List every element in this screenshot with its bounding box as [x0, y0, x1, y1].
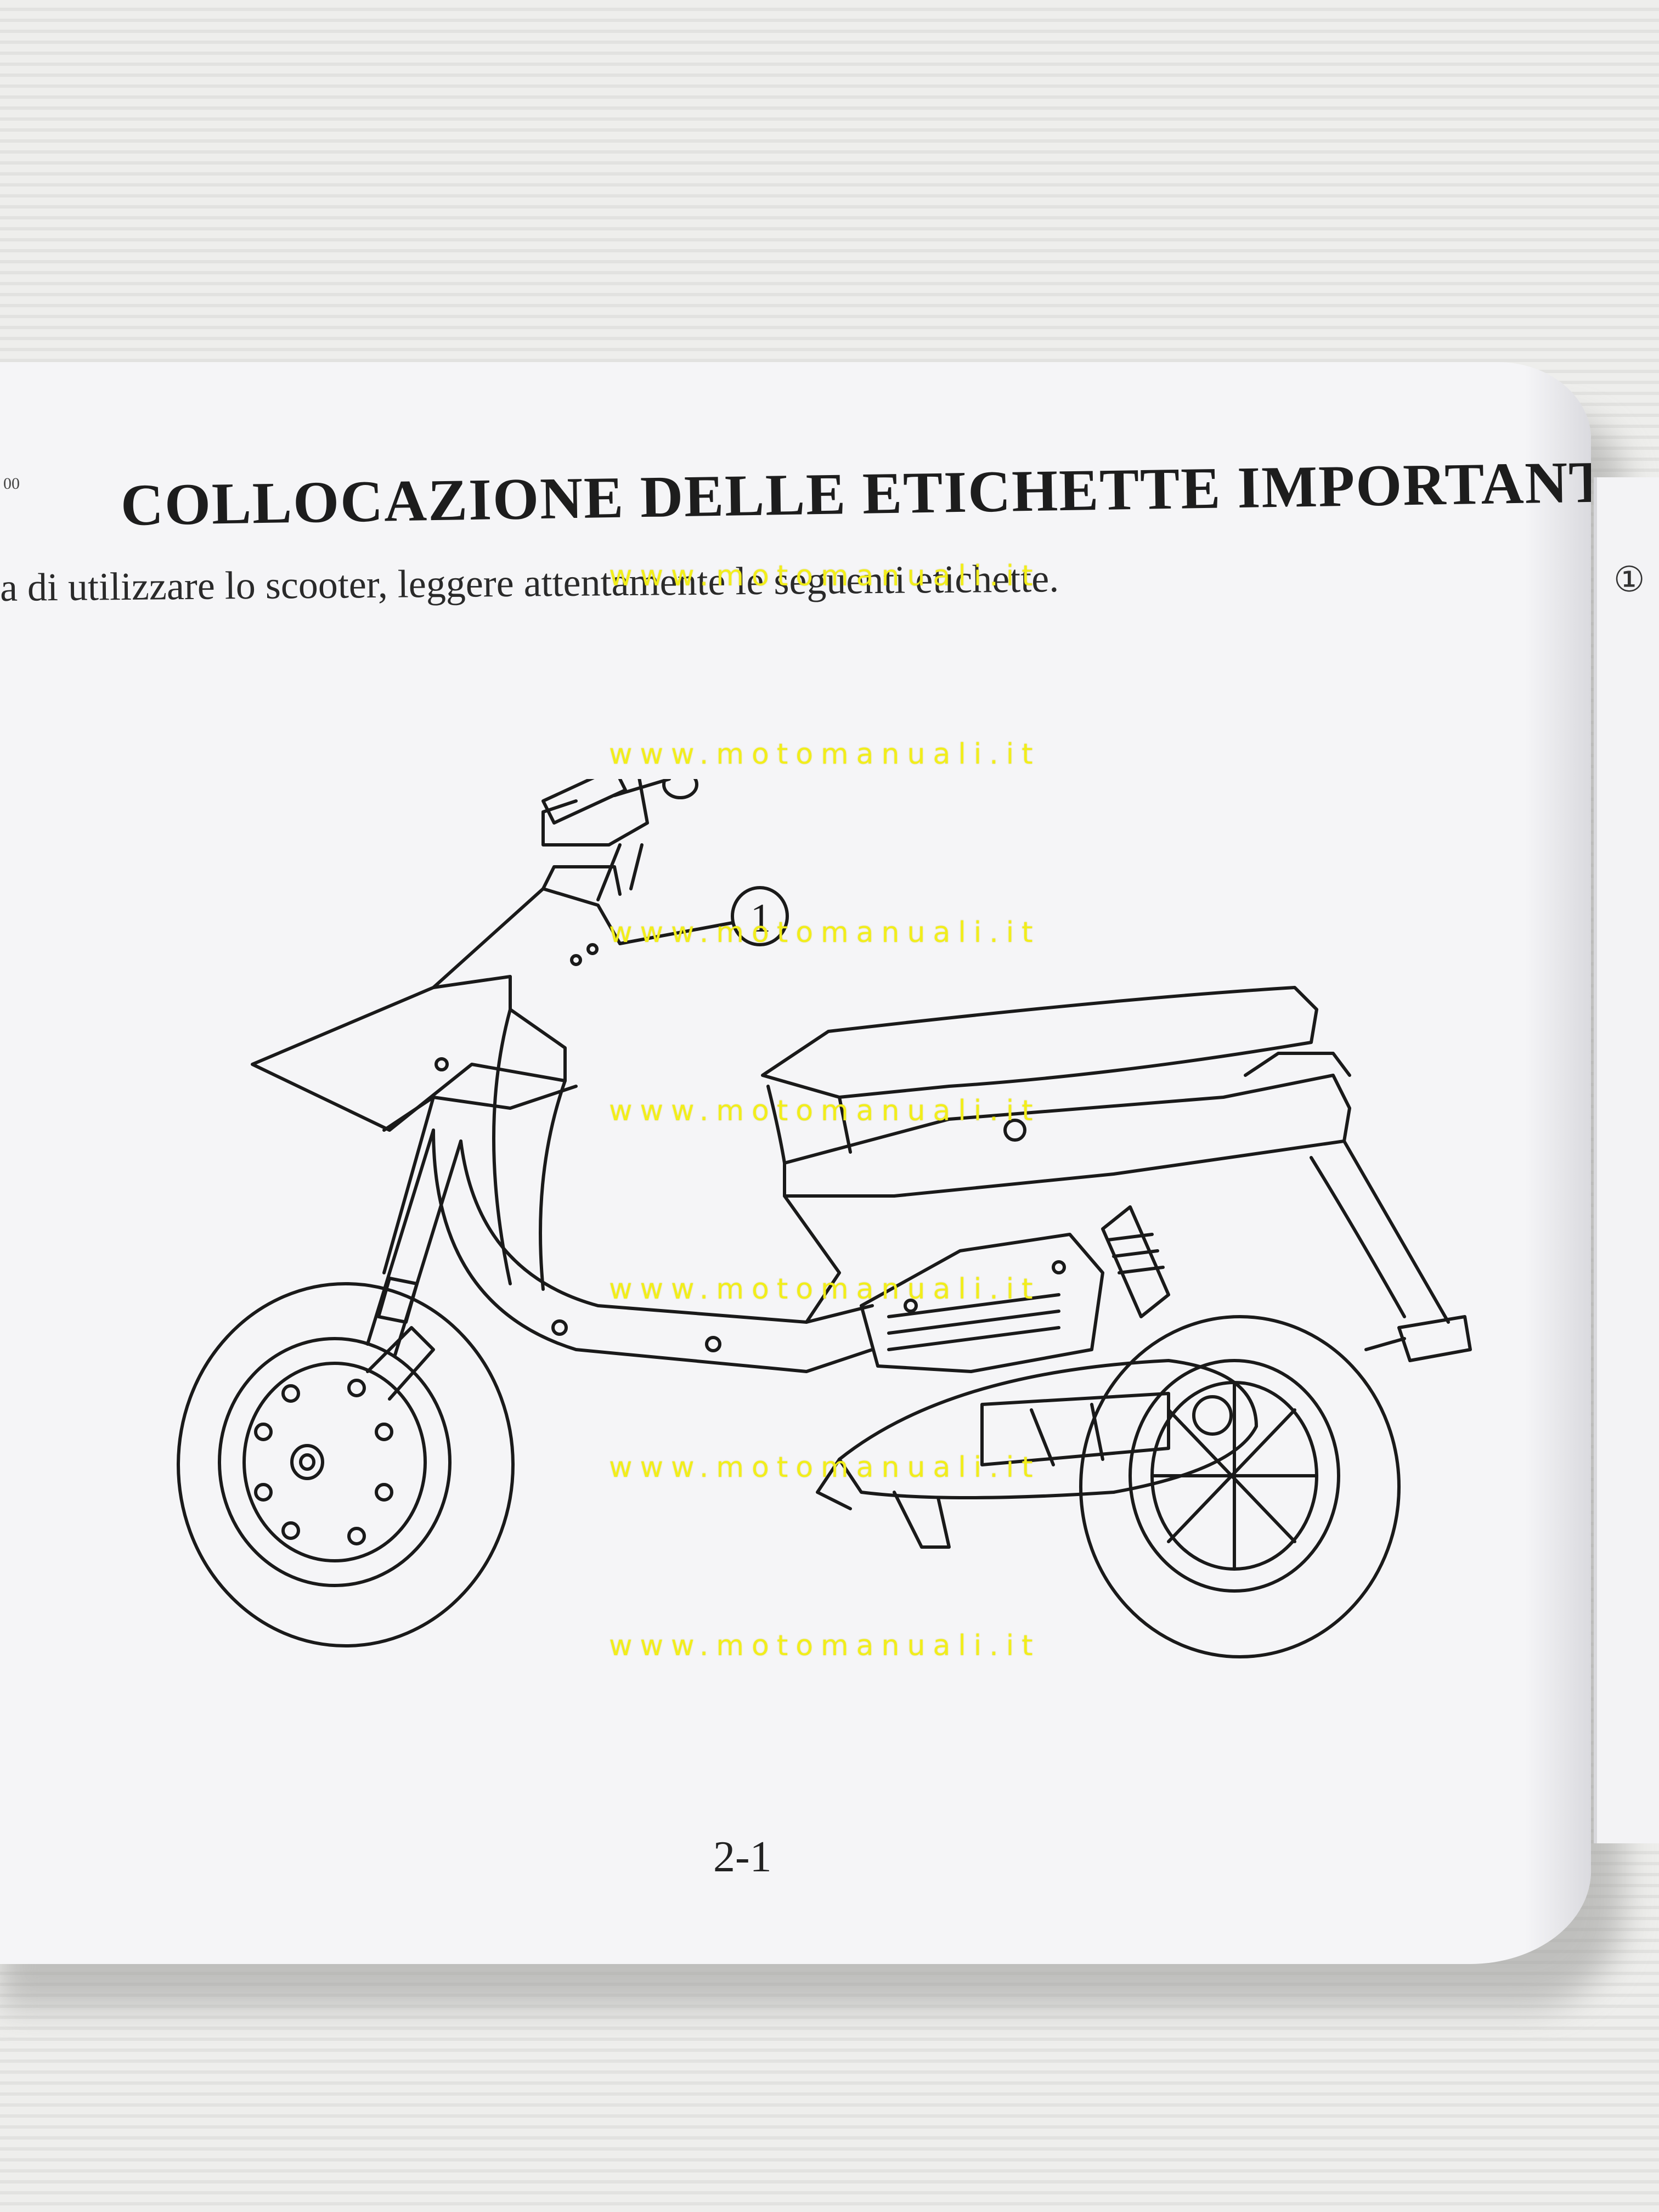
handlebar	[541, 779, 698, 901]
page-number: 2-1	[713, 1833, 772, 1881]
front-body	[251, 865, 622, 1132]
callout-number: 1	[751, 896, 771, 941]
engine	[860, 1205, 1170, 1373]
page-curl-shade	[1525, 362, 1591, 1964]
page-corner-label: 00	[3, 475, 20, 493]
watermark: www.motomanuali.it	[609, 1273, 1041, 1306]
front-wheel	[177, 1282, 515, 1647]
watermark: www.motomanuali.it	[609, 1451, 1041, 1484]
watermark: www.motomanuali.it	[609, 560, 1041, 592]
watermark: www.motomanuali.it	[609, 1629, 1041, 1662]
seat	[761, 986, 1318, 1165]
rear-body	[783, 1052, 1351, 1324]
watermark: www.motomanuali.it	[609, 916, 1041, 949]
watermark: www.motomanuali.it	[609, 738, 1041, 771]
manual-page: 00 COLLOCAZIONE DELLE ETICHETTE IMPORTAN…	[0, 362, 1591, 1964]
watermark: www.motomanuali.it	[609, 1094, 1041, 1127]
callout-marker	[618, 886, 789, 946]
page-title: COLLOCAZIONE DELLE ETICHETTE IMPORTANTI	[120, 449, 1591, 538]
next-page-marker: ①	[1613, 560, 1645, 599]
muffler	[1364, 1315, 1472, 1362]
front-fork	[366, 1096, 462, 1357]
next-page-edge: ①	[1594, 477, 1659, 1843]
scooter-illustration: 1	[177, 779, 1472, 1658]
rear-wheel	[1079, 1315, 1401, 1658]
floorboard	[432, 1008, 874, 1373]
rear-fender	[1310, 1139, 1450, 1324]
